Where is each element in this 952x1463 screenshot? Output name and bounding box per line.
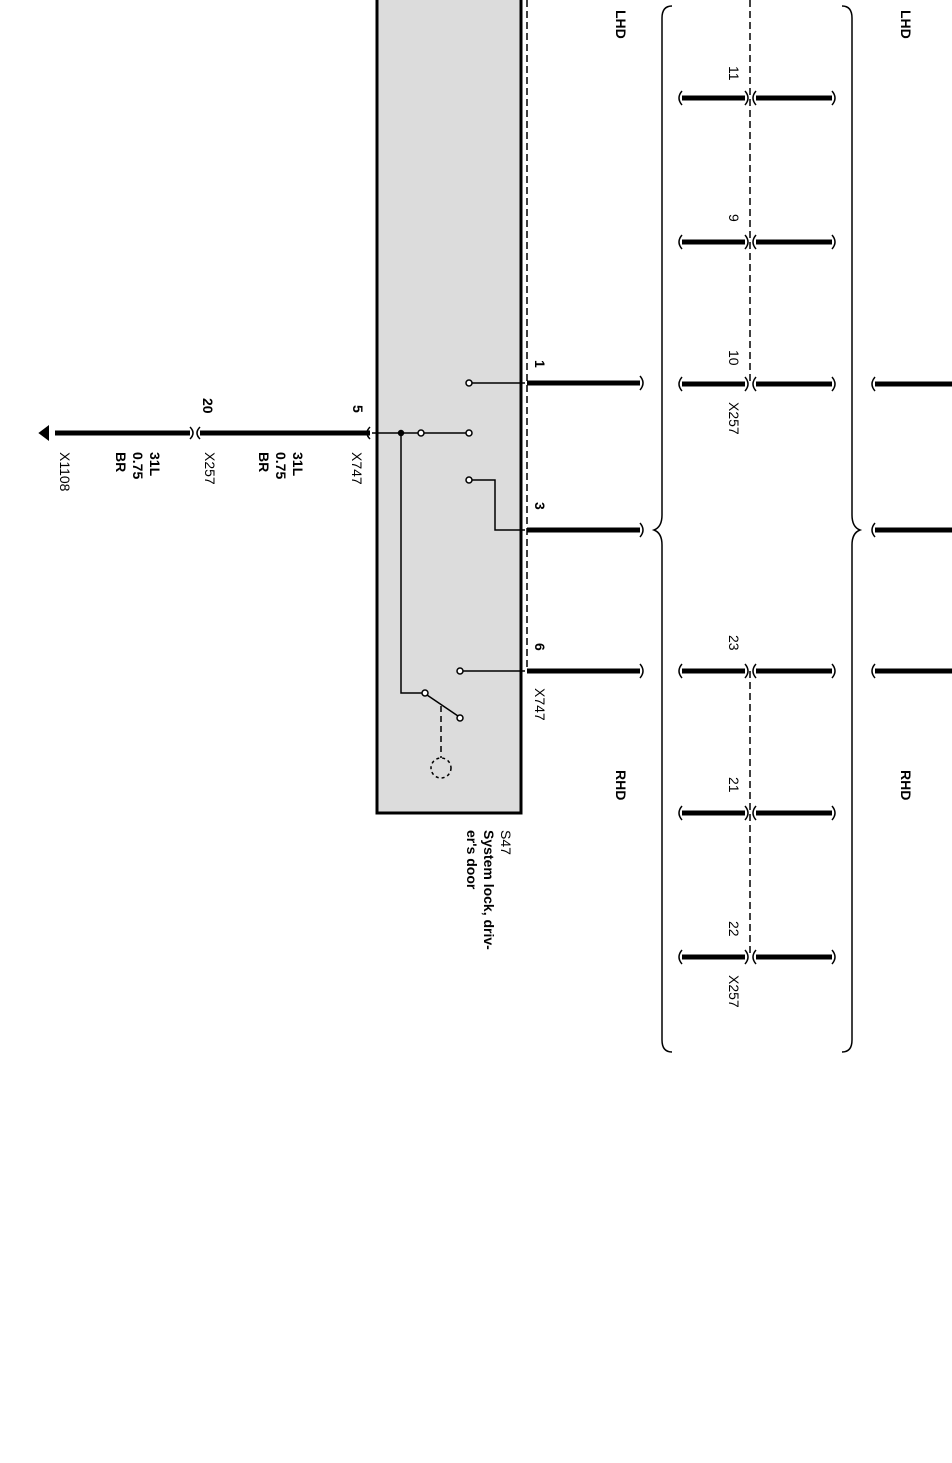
ground-point-label: X1108 — [57, 452, 73, 492]
ground-wire — [38, 425, 371, 441]
ground-wire-circuit: 31L — [147, 452, 163, 477]
x257-connectors — [678, 0, 836, 965]
x747-label-left: X747 — [349, 452, 365, 485]
wire-color: BR — [256, 452, 272, 472]
x257-label-left: X257 — [202, 452, 218, 485]
pin-20-label: 20 — [200, 398, 216, 414]
ground-wire-color: BR — [113, 452, 129, 472]
x747-label-right: X747 — [532, 688, 548, 721]
component-name-1: System lock, driv- — [481, 830, 497, 950]
x257-label-mid-1: X257 — [726, 402, 742, 435]
pin-23-label: 23 — [726, 635, 742, 651]
connector-x257-pin20 — [189, 426, 201, 440]
pin-6-label: 6 — [532, 643, 548, 651]
connector-x747-pin5 — [366, 426, 371, 440]
pin-1-label: 1 — [532, 360, 548, 368]
wire-size: 0.75 — [273, 452, 289, 479]
lhd-label-1: LHD — [613, 10, 629, 39]
ground-wire-size: 0.75 — [130, 452, 146, 479]
pin-3-label: 3 — [532, 502, 548, 510]
component-name-2: er's door — [464, 830, 480, 890]
component-id: S47 — [498, 830, 514, 855]
right-edge-wires — [871, 376, 952, 679]
rhd-label-1: RHD — [613, 770, 629, 800]
actuator-icon — [430, 757, 452, 779]
x257-label-mid-2: X257 — [726, 975, 742, 1008]
right-brace — [841, 5, 863, 1053]
pin-5-label: 5 — [350, 405, 366, 413]
pin-10-label: 10 — [726, 350, 742, 366]
ground-icon — [38, 425, 49, 441]
pin-22-label: 22 — [726, 921, 742, 937]
switch-circuit — [372, 379, 525, 779]
s47-component-box — [375, 0, 523, 815]
pin-9-label: 9 — [726, 214, 742, 222]
wire-circuit: 31L — [290, 452, 306, 477]
lhd-label-2: LHD — [898, 10, 914, 39]
rhd-label-2: RHD — [898, 770, 914, 800]
left-brace — [651, 5, 673, 1053]
pin-21-label: 21 — [726, 777, 742, 793]
pin-11-label: 11 — [726, 66, 742, 81]
labels: 31L 0.75 BR X1108 X257 20 31L 0.75 BR X7… — [57, 10, 914, 1008]
x747-wires — [527, 375, 644, 679]
